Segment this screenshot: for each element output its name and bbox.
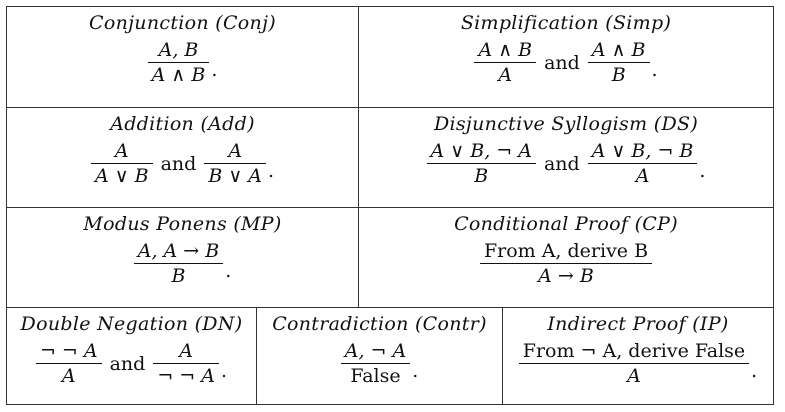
denominator: A (61, 365, 76, 387)
fraction-bar (479, 263, 653, 264)
period: . (211, 59, 218, 81)
period: . (751, 360, 758, 382)
table-row: Double Negation (DN) ¬ ¬ A A and A ¬ ¬ A… (7, 307, 773, 404)
numerator: A ∧ B (591, 39, 646, 61)
and-word: and (109, 352, 146, 375)
table-row: Addition (Add) A A ∨ B and A B ∨ A . Dis… (7, 107, 773, 207)
numerator: A, B (158, 39, 199, 61)
rule-title: Conjunction (Conj) (89, 12, 276, 34)
denominator: B ∨ A (208, 165, 263, 187)
rule-title: Addition (Add) (110, 113, 255, 135)
cell-simplification: Simplification (Simp) A ∧ B A and A ∧ B … (358, 7, 773, 107)
fraction: A ¬ ¬ A (153, 339, 219, 388)
denominator: ¬ ¬ A (157, 365, 215, 387)
rule-title: Simplification (Simp) (460, 12, 672, 34)
denominator: A (498, 64, 513, 86)
fraction-bar (474, 62, 537, 63)
rule-fraction: A, B A ∧ B . (7, 38, 358, 87)
fraction-bar (153, 363, 219, 364)
and-word: and (543, 152, 580, 175)
fraction: From A, derive B A → B (479, 239, 653, 288)
period: . (651, 59, 658, 81)
and-word: and (544, 51, 580, 74)
numerator: A ∨ B, ¬ A (430, 140, 532, 162)
cell-contradiction: Contradiction (Contr) A, ¬ A False . (256, 308, 502, 404)
denominator: B (611, 64, 626, 86)
denominator: A → B (538, 265, 594, 287)
numerator: A ∨ B, ¬ B (591, 140, 694, 162)
fraction: A A ∨ B (90, 139, 153, 188)
fraction-bar (518, 363, 750, 364)
fraction: A, ¬ A False (340, 339, 411, 388)
numerator: A, A → B (137, 240, 220, 262)
fraction-bar (426, 163, 536, 164)
numerator: A (179, 340, 194, 362)
numerator: ¬ ¬ A (39, 340, 98, 362)
cell-disjunctive-syllogism: Disjunctive Syllogism (DS) A ∨ B, ¬ A B … (358, 108, 773, 207)
rule-title: Indirect Proof (IP) (547, 313, 729, 335)
fraction: ¬ ¬ A A (35, 339, 102, 388)
period: . (699, 160, 706, 182)
numerator: A ∧ B (478, 39, 533, 61)
and-word: and (160, 152, 197, 175)
table-row: Conjunction (Conj) A, B A ∧ B . Simplifi… (7, 7, 773, 107)
numerator: From ¬ A, derive False (522, 340, 746, 362)
rule-title: Conditional Proof (CP) (454, 213, 678, 235)
denominator: A ∧ B (151, 64, 206, 86)
rule-fraction: A ∧ B A and A ∧ B B . (359, 38, 773, 87)
fraction: From ¬ A, derive False A (518, 339, 750, 388)
fraction-bar (133, 263, 224, 264)
denominator: B (171, 265, 186, 287)
rule-fraction: From ¬ A, derive False A . (503, 339, 773, 388)
rule-title: Disjunctive Syllogism (DS) (433, 113, 699, 135)
period: . (225, 260, 232, 282)
numerator: A (114, 140, 129, 162)
period: . (412, 360, 419, 382)
period: . (220, 360, 228, 382)
fraction: A B ∨ A (204, 139, 267, 188)
inference-rules-table: Conjunction (Conj) A, B A ∧ B . Simplifi… (6, 6, 774, 405)
cell-double-negation: Double Negation (DN) ¬ ¬ A A and A ¬ ¬ A… (7, 308, 256, 404)
denominator: A (635, 165, 650, 187)
denominator: A ∨ B (94, 165, 149, 187)
table-row: Modus Ponens (MP) A, A → B B . Condition… (7, 207, 773, 307)
denominator: B (474, 165, 489, 187)
fraction-bar (587, 62, 650, 63)
numerator: A (228, 140, 243, 162)
fraction: A ∨ B, ¬ A B (426, 139, 536, 188)
cell-addition: Addition (Add) A A ∨ B and A B ∨ A . (7, 108, 358, 207)
fraction-bar (587, 163, 698, 164)
cell-conjunction: Conjunction (Conj) A, B A ∧ B . (7, 7, 358, 107)
rule-fraction: A, A → B B . (7, 239, 358, 288)
numerator: From A, derive B (483, 240, 649, 262)
rule-fraction: A A ∨ B and A B ∨ A . (7, 139, 358, 188)
fraction-bar (90, 163, 153, 164)
rule-title: Double Negation (DN) (20, 313, 243, 335)
fraction: A ∧ B A (474, 38, 537, 87)
fraction-bar (35, 363, 102, 364)
cell-modus-ponens: Modus Ponens (MP) A, A → B B . (7, 208, 358, 307)
period: . (268, 160, 275, 182)
rule-title: Contradiction (Contr) (272, 313, 487, 335)
numerator: A, ¬ A (344, 340, 407, 362)
fraction: A, A → B B (133, 239, 224, 288)
fraction-bar (147, 62, 210, 63)
rule-fraction: A ∨ B, ¬ A B and A ∨ B, ¬ B A . (359, 139, 773, 188)
fraction: A ∧ B B (587, 38, 650, 87)
fraction-bar (204, 163, 267, 164)
denominator: A (627, 365, 641, 387)
denominator: False (350, 365, 401, 387)
rule-title: Modus Ponens (MP) (83, 213, 282, 235)
rule-fraction: From A, derive B A → B (359, 239, 773, 288)
rule-fraction: ¬ ¬ A A and A ¬ ¬ A . (7, 339, 256, 388)
fraction: A, B A ∧ B (147, 38, 210, 87)
rule-fraction: A, ¬ A False . (257, 339, 502, 388)
fraction: A ∨ B, ¬ B A (587, 139, 698, 188)
cell-conditional-proof: Conditional Proof (CP) From A, derive B … (358, 208, 773, 307)
cell-indirect-proof: Indirect Proof (IP) From ¬ A, derive Fal… (502, 308, 773, 404)
fraction-bar (340, 363, 411, 364)
